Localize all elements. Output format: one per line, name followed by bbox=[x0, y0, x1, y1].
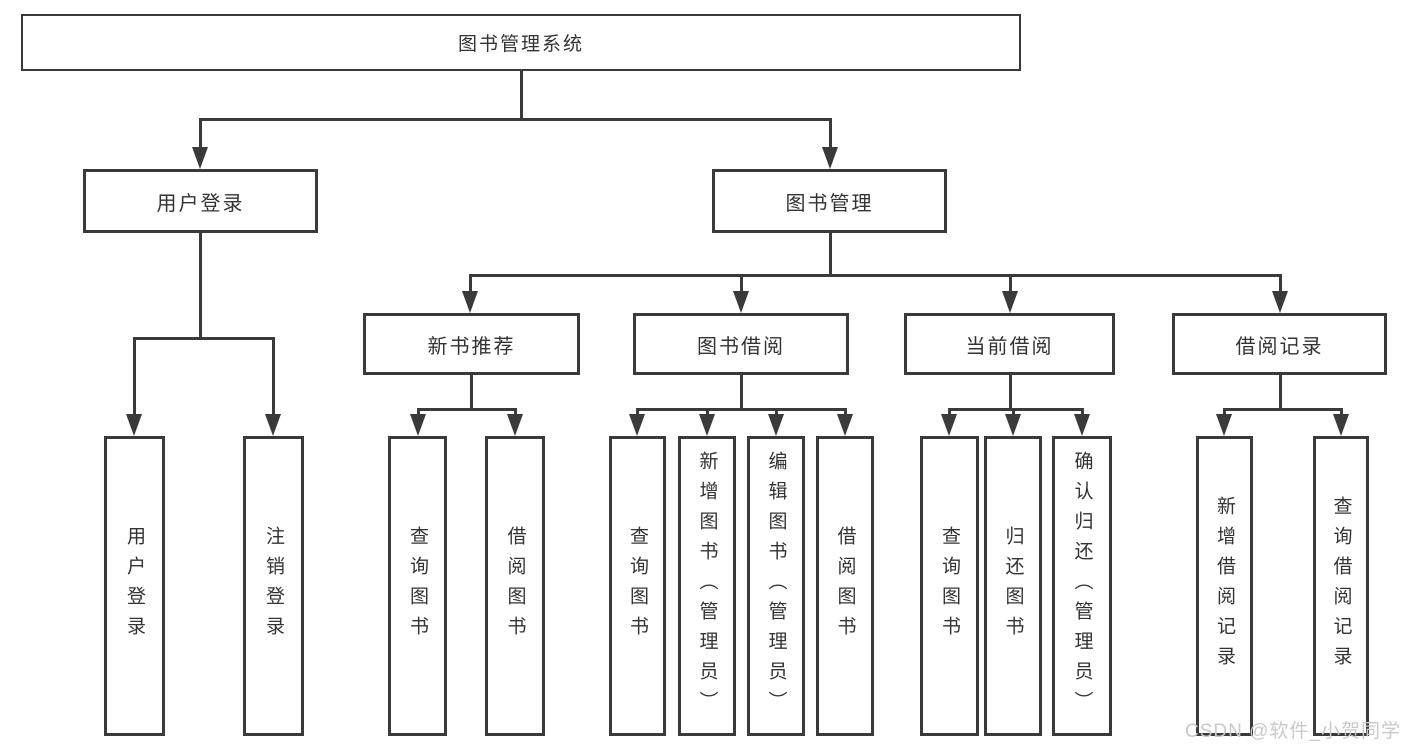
node-current-borrow: 当前借阅 bbox=[904, 313, 1115, 375]
connector-stem bbox=[198, 233, 202, 340]
connector-hbar bbox=[468, 274, 1282, 277]
arrow-down-icon bbox=[1216, 414, 1232, 436]
connector-drop bbox=[828, 118, 832, 147]
connector-drop bbox=[1278, 274, 1282, 291]
node-borrow-records: 借阅记录 bbox=[1172, 313, 1387, 375]
leaf-user-login: 用户登录 bbox=[104, 436, 165, 736]
connector-drop bbox=[468, 274, 472, 291]
arrow-down-icon bbox=[192, 147, 208, 169]
leaf-add-book-admin: 新增图书（管理员） bbox=[678, 436, 736, 736]
connector-hbar bbox=[635, 408, 847, 411]
connector-drop bbox=[513, 408, 517, 414]
node-book-borrow: 图书借阅 bbox=[633, 313, 849, 375]
connector-drop bbox=[1222, 408, 1226, 414]
connector-stem bbox=[1278, 375, 1282, 411]
connector-drop bbox=[947, 408, 951, 414]
arrow-down-icon bbox=[768, 414, 784, 436]
arrow-down-icon bbox=[1002, 291, 1018, 313]
connector-stem bbox=[1008, 375, 1012, 411]
arrow-down-icon bbox=[941, 414, 957, 436]
arrow-down-icon bbox=[507, 414, 523, 436]
leaf-edit-book-admin: 编辑图书（管理员） bbox=[747, 436, 805, 736]
connector-drop bbox=[1339, 408, 1343, 414]
arrow-down-icon bbox=[410, 414, 426, 436]
connector-hbar bbox=[416, 408, 517, 411]
connector-stem bbox=[519, 71, 523, 121]
arrow-down-icon bbox=[1074, 414, 1090, 436]
connector-drop bbox=[774, 408, 778, 414]
leaf-borrow-books-recommend: 借阅图书 bbox=[485, 436, 545, 736]
connector-hbar bbox=[1222, 408, 1343, 411]
connector-stem bbox=[828, 233, 832, 277]
arrow-down-icon bbox=[837, 414, 853, 436]
leaf-query-books-recommend: 查询图书 bbox=[388, 436, 447, 736]
arrow-down-icon bbox=[1005, 414, 1021, 436]
leaf-query-books-borrow: 查询图书 bbox=[609, 436, 666, 736]
connector-hbar bbox=[198, 118, 832, 121]
leaf-return-book: 归还图书 bbox=[984, 436, 1042, 736]
arrow-down-icon bbox=[699, 414, 715, 436]
connector-drop bbox=[1080, 408, 1084, 414]
connector-drop bbox=[1008, 274, 1012, 291]
arrow-down-icon bbox=[1333, 414, 1349, 436]
leaf-borrow-books: 借阅图书 bbox=[816, 436, 874, 736]
connector-drop bbox=[271, 337, 275, 414]
connector-hbar bbox=[132, 337, 275, 340]
arrow-down-icon bbox=[733, 291, 749, 313]
connector-drop bbox=[635, 408, 639, 414]
connector-stem bbox=[739, 375, 743, 411]
connector-hbar bbox=[947, 408, 1084, 411]
node-user-login: 用户登录 bbox=[83, 169, 318, 233]
node-book-management: 图书管理 bbox=[712, 169, 947, 233]
leaf-confirm-return-admin: 确认归还（管理员） bbox=[1052, 436, 1112, 736]
arrow-down-icon bbox=[629, 414, 645, 436]
connector-drop bbox=[705, 408, 709, 414]
leaf-query-borrow-record: 查询借阅记录 bbox=[1313, 436, 1369, 736]
connector-drop bbox=[132, 337, 136, 414]
connector-drop bbox=[843, 408, 847, 414]
arrow-down-icon bbox=[126, 414, 142, 436]
leaf-logout: 注销登录 bbox=[243, 436, 304, 736]
node-new-book-recommend: 新书推荐 bbox=[363, 313, 580, 375]
arrow-down-icon bbox=[822, 147, 838, 169]
connector-drop bbox=[1011, 408, 1015, 414]
connector-stem bbox=[469, 375, 473, 411]
arrow-down-icon bbox=[265, 414, 281, 436]
connector-drop bbox=[739, 274, 743, 291]
csdn-watermark: CSDN @软件_小贺同学 bbox=[1185, 721, 1401, 742]
arrow-down-icon bbox=[1272, 291, 1288, 313]
connector-drop bbox=[198, 118, 202, 147]
leaf-add-borrow-record: 新增借阅记录 bbox=[1196, 436, 1253, 736]
leaf-query-books-current: 查询图书 bbox=[920, 436, 979, 736]
node-library-management-system: 图书管理系统 bbox=[21, 14, 1021, 71]
arrow-down-icon bbox=[462, 291, 478, 313]
connector-drop bbox=[416, 408, 420, 414]
